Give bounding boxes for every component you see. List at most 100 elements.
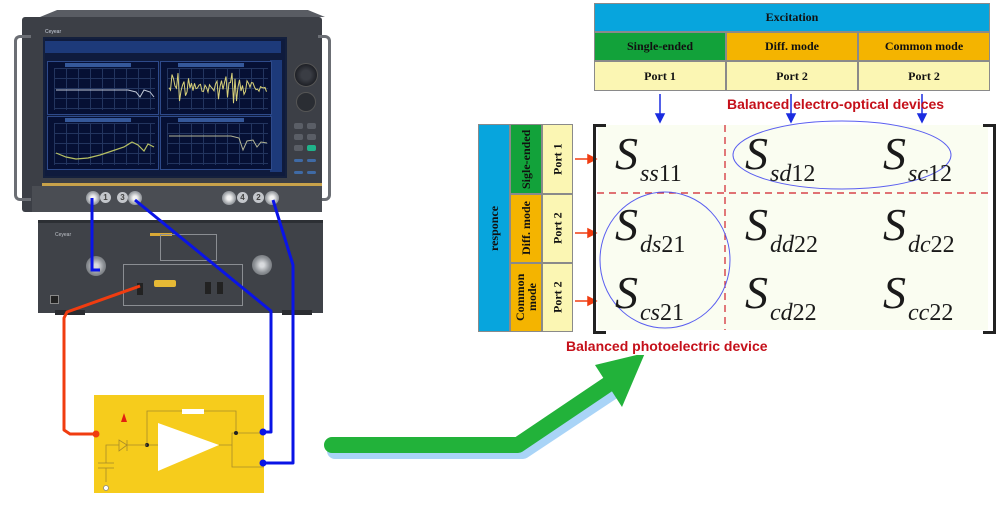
trace-panel-4 <box>160 116 272 170</box>
matrix-entry-symbol: S <box>883 199 906 250</box>
matrix-entry: Ssc12 <box>883 127 952 187</box>
photoelectric-highlight <box>599 191 731 329</box>
power-button[interactable] <box>50 295 59 304</box>
excitation-mode-single-ended: Single-ended <box>594 32 726 61</box>
photodiode-icon <box>118 439 128 452</box>
matrix-entry-symbol: S <box>745 199 768 250</box>
trace-panel-1 <box>47 61 159 115</box>
matrix-port-subscript: 12 <box>791 161 816 187</box>
matrix-entry: Sds21 <box>615 198 685 258</box>
analyzer-handle-right <box>318 35 331 201</box>
excitation-header: Excitation <box>594 3 990 32</box>
front-port-label: 3 <box>117 192 128 203</box>
hardkey[interactable] <box>294 134 303 140</box>
red-optical-fiber <box>62 284 141 436</box>
amplifier-triangle <box>158 423 219 471</box>
hardkey[interactable] <box>307 134 316 140</box>
response-arrows <box>575 153 598 307</box>
analyzer-top-cover <box>40 10 325 17</box>
rotary-knob[interactable] <box>294 63 318 87</box>
trace-line-1 <box>56 89 155 98</box>
optical-connector[interactable] <box>217 282 223 294</box>
matrix-entry-symbol: S <box>883 128 906 179</box>
optical-connector[interactable] <box>205 282 211 294</box>
matrix-entry: Sdc22 <box>883 198 955 258</box>
hardkey[interactable] <box>294 145 303 151</box>
matrix-entry-symbol: S <box>615 128 638 179</box>
hardkey-blue[interactable] <box>294 171 303 174</box>
matrix-entry: Scs21 <box>615 266 684 326</box>
test-set-brand-label: Ceyear <box>55 232 72 238</box>
flow-arrow-head <box>595 355 645 407</box>
hardkey-blue[interactable] <box>294 159 303 162</box>
circuit-schematic <box>98 409 264 491</box>
excitation-port-2-common: Port 2 <box>858 61 990 91</box>
optical-connector[interactable] <box>137 283 143 295</box>
matrix-mode-subscript: ds <box>640 232 662 258</box>
hardkey[interactable] <box>307 123 316 129</box>
matrix-entry-subscript: ss11 <box>640 161 682 187</box>
matrix-port-subscript: 11 <box>658 161 682 187</box>
matrix-entry-subscript: ds21 <box>640 232 685 258</box>
matrix-port-subscript: 22 <box>794 232 818 258</box>
matrix-entry-subscript: cc22 <box>908 300 953 326</box>
matrix-port-subscript: 22 <box>792 300 817 326</box>
matrix-entry: Ssd12 <box>745 127 815 187</box>
feedback-resistor <box>182 409 204 414</box>
front-port-label: 1 <box>100 192 111 203</box>
electro-optical-label: Balanced electro-optical devices <box>727 96 945 112</box>
flow-arrow <box>324 355 645 459</box>
matrix-entry-subscript: sd12 <box>770 161 815 187</box>
matrix-entry-symbol: S <box>883 267 906 318</box>
matrix-bracket-right <box>983 124 996 334</box>
analyzer-handle-left <box>14 35 31 201</box>
analyzer-trim <box>42 183 322 186</box>
matrix-mode-subscript: cc <box>908 300 930 326</box>
matrix-mode-subscript: cd <box>770 300 793 326</box>
matrix-port-subscript: 22 <box>930 232 955 258</box>
matrix-mode-subscript: ss <box>640 161 659 187</box>
hardkey-blue[interactable] <box>307 171 316 174</box>
hardkey-green[interactable] <box>307 145 316 151</box>
matrix-entry: Scd22 <box>745 266 817 326</box>
matrix-entry-symbol: S <box>615 267 638 318</box>
matrix-port-subscript: 12 <box>928 161 952 187</box>
matrix-mode-subscript: sc <box>908 161 928 187</box>
light-arrow-icon <box>121 413 127 422</box>
matrix-port-subscript: 21 <box>661 232 686 258</box>
matrix-entry-symbol: S <box>615 199 638 250</box>
front-port-4-connector[interactable] <box>222 191 236 205</box>
trace-line-2 <box>168 72 267 104</box>
front-port-2-connector[interactable] <box>265 191 279 205</box>
trace-line-3 <box>55 141 155 160</box>
excitation-port-2-diff: Port 2 <box>726 61 858 91</box>
hardkey[interactable] <box>294 123 303 129</box>
hardkey-blue[interactable] <box>307 159 316 162</box>
test-set-foot <box>282 310 312 315</box>
blue-cable-port3 <box>134 198 273 434</box>
test-set-panel-group <box>123 264 243 306</box>
matrix-entry: Sss11 <box>615 127 682 187</box>
matrix-entry-subscript: cd22 <box>770 300 817 326</box>
matrix-port-subscript: 21 <box>660 300 684 326</box>
matrix-mode-subscript: sd <box>770 161 792 187</box>
analyzer-softkey-bar <box>270 60 282 172</box>
electro-optical-highlight <box>732 120 952 190</box>
test-set-rf-port-right[interactable] <box>252 255 272 275</box>
matrix-entry-symbol: S <box>745 267 768 318</box>
matrix-entry: Scc22 <box>883 266 953 326</box>
analyzer-menu-bar <box>45 41 281 53</box>
matrix-entry-subscript: dd22 <box>770 232 818 258</box>
matrix-entry-subscript: cs21 <box>640 300 684 326</box>
navigation-pad[interactable] <box>296 92 316 112</box>
matrix-mode-subscript: dd <box>770 232 794 258</box>
s-parameter-matrix <box>598 125 988 330</box>
matrix-entry: Sdd22 <box>745 198 818 258</box>
photoelectric-label: Balanced photoelectric device <box>566 338 768 354</box>
excitation-mode-diff: Diff. mode <box>726 32 858 61</box>
matrix-entry-subscript: dc22 <box>908 232 955 258</box>
front-port-label: 4 <box>237 192 248 203</box>
trace-panel-3 <box>47 116 159 170</box>
front-port-label: 2 <box>253 192 264 203</box>
